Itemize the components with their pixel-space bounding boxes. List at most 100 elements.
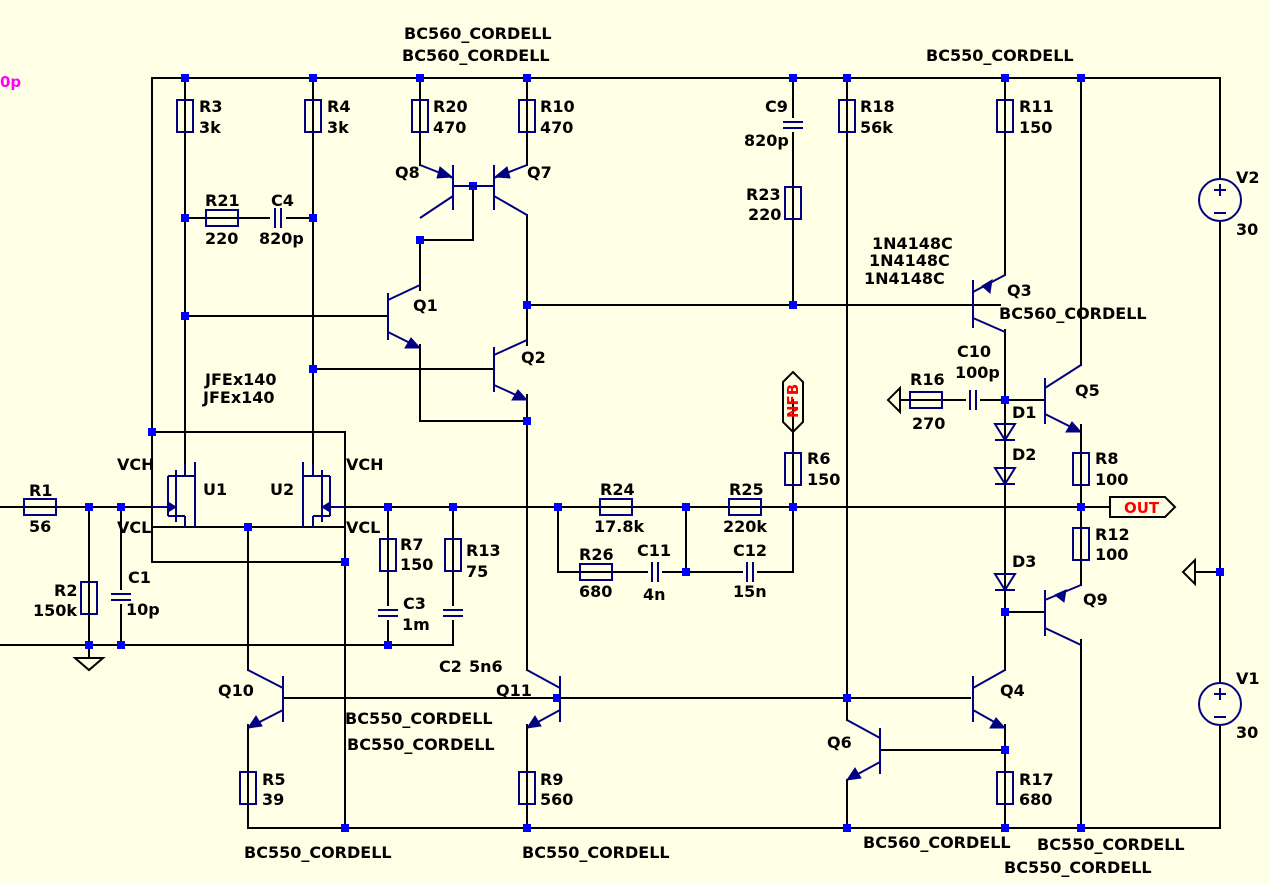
transistor-q1 [387,284,422,349]
transistor-q2 [493,339,529,401]
label-c3-value: 1m [402,615,430,634]
transistor-q6 [845,719,881,781]
label-r8-ref: R8 [1095,449,1118,468]
model-mid-npn-2: BC550_CORDELL [347,735,495,754]
label-r17-ref: R17 [1019,770,1054,789]
label-c12-ref: C12 [733,541,767,560]
model-top-pnp-1: BC560_CORDELL [404,24,552,43]
resistor-r8 [1072,452,1090,486]
model-top-npn: BC550_CORDELL [926,46,1074,65]
device-labels: Q8 Q7 Q1 Q2 Q3 Q5 Q9 Q4 Q6 Q10 Q11 U1 U2… [203,163,1108,752]
label-r9-value: 560 [540,790,573,809]
label-r6-value: 150 [807,470,840,489]
label-r20-value: 470 [433,118,466,137]
label-r20-ref: R20 [433,97,468,116]
label-c12-value: 15n [733,582,767,601]
label-v1-ref: V1 [1236,669,1260,688]
resistors [23,99,1090,805]
model-bottom-right-1: BC550_CORDELL [1037,835,1185,854]
jfet-u2 [302,462,345,527]
label-r16-ref: R16 [910,370,945,389]
label-r13-value: 75 [466,562,488,581]
label-r12-ref: R12 [1095,525,1130,544]
label-c2-value: 5n6 [469,657,503,676]
transistors [246,164,1083,781]
label-r21-ref: R21 [205,191,240,210]
transistor-q5 [1044,364,1083,433]
label-c4-ref: C4 [271,191,294,210]
resistor-r12 [1072,527,1090,561]
label-q1: Q1 [413,296,438,315]
resistor-r20 [411,99,429,133]
label-r25-ref: R25 [729,480,764,499]
label-d3: D3 [1012,552,1036,571]
pin-vcl-1: VCL [117,518,151,537]
label-q4: Q4 [1000,681,1025,700]
transistor-q3 [972,274,1006,333]
edge-label: 0p [0,73,21,91]
resistor-r26 [579,563,613,581]
source-v2 [1198,178,1242,222]
label-q8: Q8 [395,163,420,182]
label-r7-ref: R7 [400,535,423,554]
net-label-nfb: NFB [784,384,802,418]
model-bottom-right-2: BC550_CORDELL [1004,858,1152,877]
model-diode-2: 1N4148C [869,251,950,270]
pin-vcl-2: VCL [346,518,380,537]
pin-vch-2: VCH [346,455,384,474]
resistor-r5 [239,771,257,805]
label-r24-value: 17.8k [594,517,644,536]
ground-symbol-r16 [886,385,901,415]
label-q11: Q11 [496,681,532,700]
label-r6-ref: R6 [807,449,830,468]
resistor-r16 [909,391,943,409]
transistor-q10 [246,669,284,729]
label-q2: Q2 [521,348,546,367]
model-jfet-1: JFEx140 [204,370,277,389]
capacitors [111,118,980,620]
jfets [152,462,345,527]
resistor-r23 [784,186,802,220]
label-r16-value: 270 [912,414,945,433]
label-r23-ref: R23 [746,185,781,204]
label-v2-value: 30 [1236,220,1258,239]
label-r1-ref: R1 [29,481,52,500]
label-r3-value: 3k [199,118,221,137]
label-c4-value: 820p [259,229,304,248]
resistor-r17 [996,771,1014,805]
label-c9-ref: C9 [765,97,788,116]
label-c1-value: 10p [126,600,160,619]
label-r1-value: 56 [29,517,51,536]
pin-vch-1: VCH [117,455,155,474]
label-c11-value: 4n [643,585,666,604]
label-u2: U2 [270,480,294,499]
diode-d1 [993,423,1017,442]
label-r5-ref: R5 [262,770,285,789]
label-q10: Q10 [218,681,254,700]
label-r18-ref: R18 [860,97,895,116]
model-q11: BC550_CORDELL [522,843,670,862]
label-c11-ref: C11 [637,541,671,560]
pin-labels: VCH VCL VCH VCL [117,455,384,537]
grounds [72,385,1196,672]
label-q3: Q3 [1007,281,1032,300]
label-r2-ref: R2 [54,581,77,600]
label-c9-value: 820p [744,131,789,150]
diodes [993,423,1017,592]
voltage-sources [1198,178,1242,726]
label-c3-ref: C3 [403,594,426,613]
resistor-r1 [23,498,57,516]
label-q9: Q9 [1083,590,1108,609]
label-r10-value: 470 [540,118,573,137]
ground-symbol-left [72,657,106,672]
label-r24-ref: R24 [600,480,635,499]
resistor-r2 [80,581,98,615]
net-labels: OUT NFB 0p [0,73,1160,517]
label-r26-value: 680 [579,582,612,601]
resistor-r11 [996,99,1014,133]
component-labels: R1 56 R2 150k C1 10p R3 3k R4 3k R21 220… [29,97,1260,809]
transistor-q4 [972,669,1007,729]
label-r18-value: 56k [860,118,893,137]
label-r8-value: 100 [1095,470,1128,489]
